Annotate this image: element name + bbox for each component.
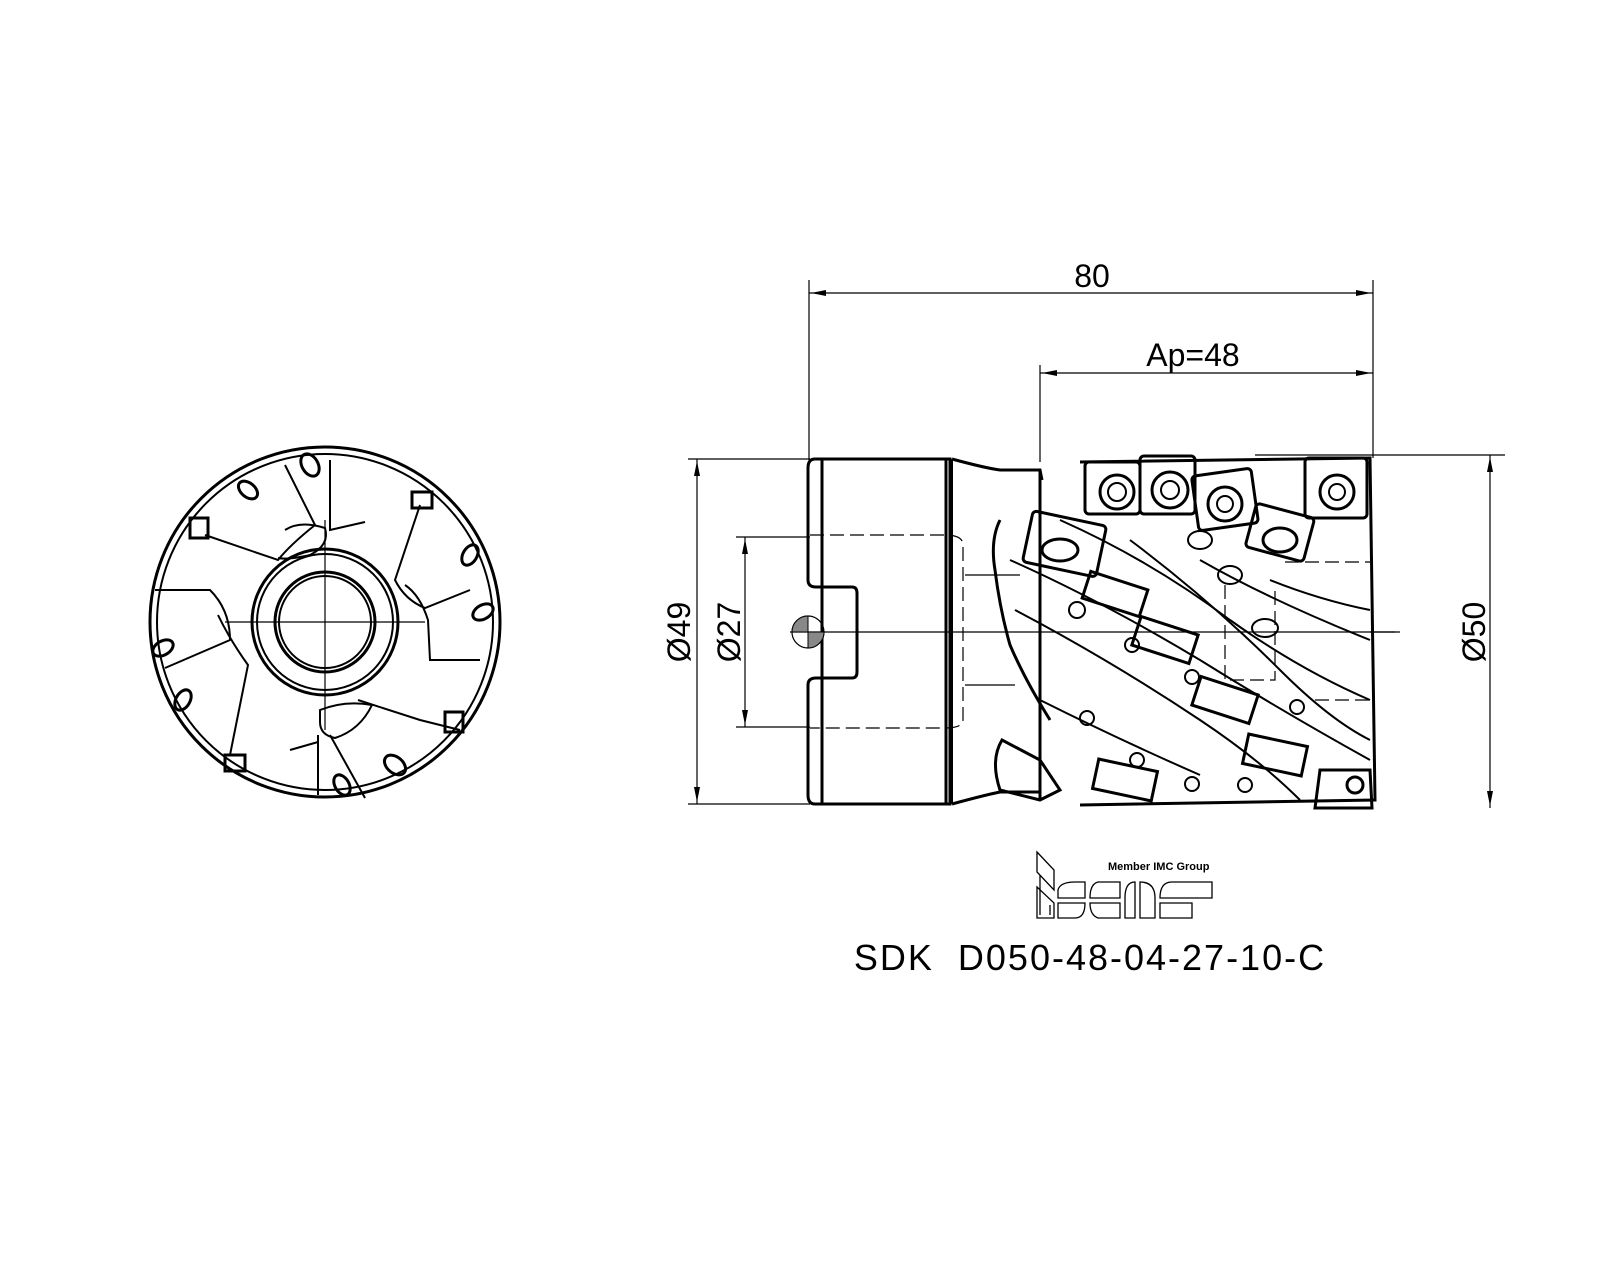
side-view-screws (1068, 530, 1305, 793)
end-view (148, 445, 502, 799)
iscar-logo: Member IMC Group (1036, 850, 1213, 919)
dimension-label-d27: Ø27 (711, 602, 747, 662)
dimension-bore-diameter: Ø27 (711, 536, 810, 728)
dimension-label-ap: Ap=48 (1146, 337, 1239, 373)
side-view (790, 454, 1395, 810)
end-view-inserts (151, 452, 495, 797)
dimension-shank-diameter: Ø49 (661, 458, 810, 805)
product-code-title: SDK D050-48-04-27-10-C (854, 937, 1326, 978)
dimension-cutting-diameter: Ø50 (1255, 454, 1505, 808)
brand-tagline: Member IMC Group (1108, 861, 1210, 873)
dimension-label-80: 80 (1074, 258, 1110, 294)
dimension-label-d49: Ø49 (661, 602, 697, 662)
dimension-overall-length: 80 (808, 258, 1374, 460)
center-of-gravity-symbol (791, 615, 825, 649)
side-view-inserts (994, 454, 1374, 810)
dimension-label-d50: Ø50 (1456, 602, 1492, 662)
dimension-ap: Ap=48 (1039, 337, 1373, 462)
